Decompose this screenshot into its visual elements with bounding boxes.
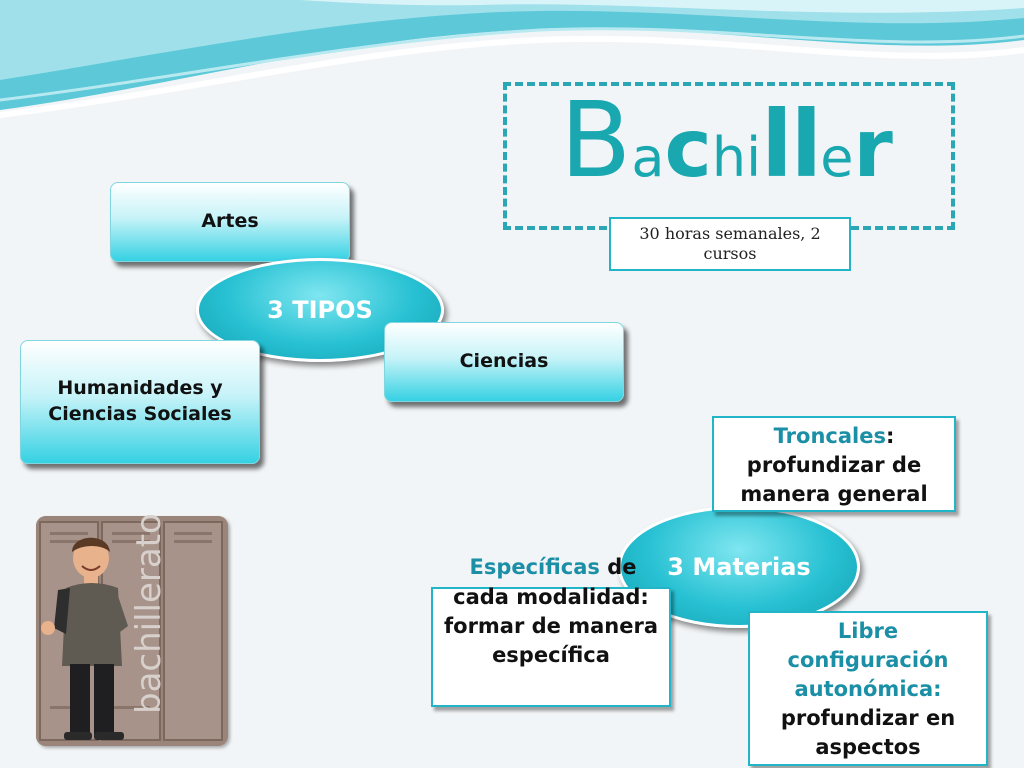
title-letter: ll: [761, 91, 822, 198]
student-figure-icon: [36, 516, 228, 746]
subtitle-text: 30 horas semanales, 2 cursos: [639, 224, 821, 263]
title-letter: a: [631, 126, 665, 189]
libre-keyword: Libre configuración autonómica:: [787, 619, 949, 701]
especificas-keyword: Específicas: [469, 555, 600, 579]
troncales-text: : profundizar de manera general: [740, 424, 928, 506]
page-title: Bachiller: [560, 88, 950, 218]
especificas-heading: Específicas de: [440, 553, 666, 582]
student-illustration: [36, 516, 228, 746]
title-letter: e: [820, 126, 854, 189]
tipo-ciencias: Ciencias: [384, 322, 624, 402]
tipo-label: Ciencias: [459, 350, 549, 373]
tipos-center-label: 3 TIPOS: [267, 296, 373, 324]
tipo-humanidades: Humanidades y Ciencias Sociales: [20, 340, 260, 464]
header-waves: [0, 0, 1024, 118]
tipo-artes: Artes: [110, 182, 350, 262]
materia-libre: Libre configuración autonómica: profundi…: [748, 611, 988, 766]
materia-troncales: Troncales: profundizar de manera general: [712, 416, 956, 512]
title-letter: r: [853, 102, 893, 195]
especificas-text-head: de: [599, 555, 637, 579]
illustration-caption: bachillerato: [129, 513, 169, 714]
materia-especificas: [431, 587, 671, 707]
especificas-body: cada modalidad: formar de manera específ…: [444, 585, 658, 667]
troncales-keyword: Troncales: [773, 424, 886, 448]
subtitle-box: 30 horas semanales, 2 cursos: [609, 217, 851, 271]
title-letter: hi: [711, 126, 762, 189]
title-letter: c: [664, 102, 712, 195]
libre-text: profundizar en aspectos: [780, 705, 956, 759]
materias-center-label: 3 Materias: [667, 553, 811, 581]
tipo-label: Humanidades y Ciencias Sociales: [48, 377, 232, 425]
title-letter: B: [560, 79, 632, 201]
tipo-label: Artes: [201, 210, 259, 233]
